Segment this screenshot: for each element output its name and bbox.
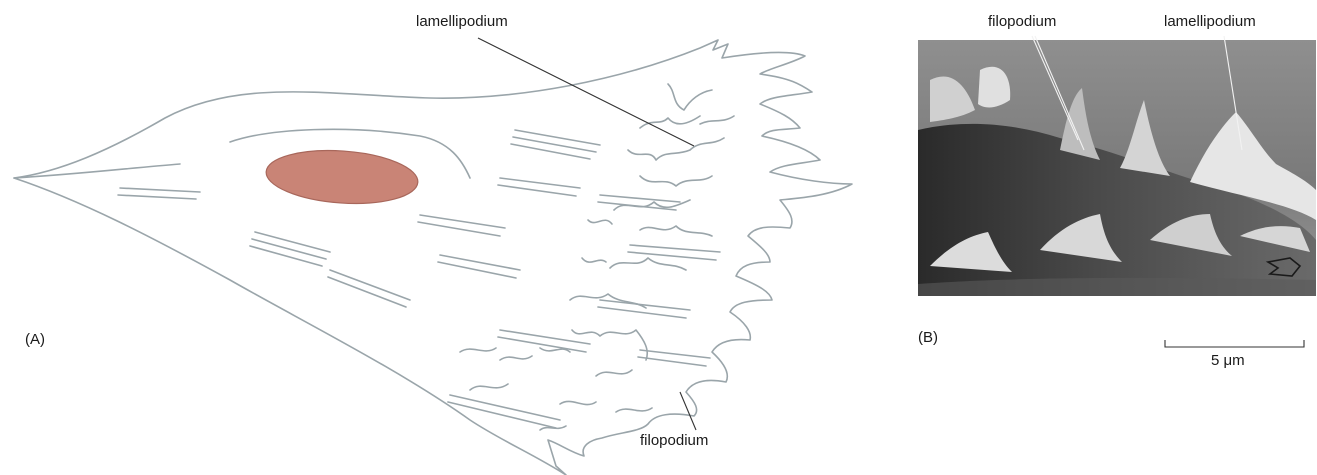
scale-bar-label: 5 μm [1211, 352, 1245, 370]
filopodium-label-a: filopodium [640, 432, 708, 450]
lamellipodium-label-a: lamellipodium [416, 13, 508, 31]
micrograph [918, 40, 1316, 296]
lamellipodium-leader-a [478, 38, 694, 146]
cell-outline [14, 40, 852, 475]
panel-a-label: (A) [25, 331, 45, 349]
nucleus [264, 146, 419, 208]
panel-b-label: (B) [918, 329, 938, 347]
filopodium-leader-a [680, 392, 696, 430]
scale-bar [1165, 340, 1304, 347]
filopodium-label-b: filopodium [988, 13, 1056, 31]
lamellipodium-label-b: lamellipodium [1164, 13, 1256, 31]
